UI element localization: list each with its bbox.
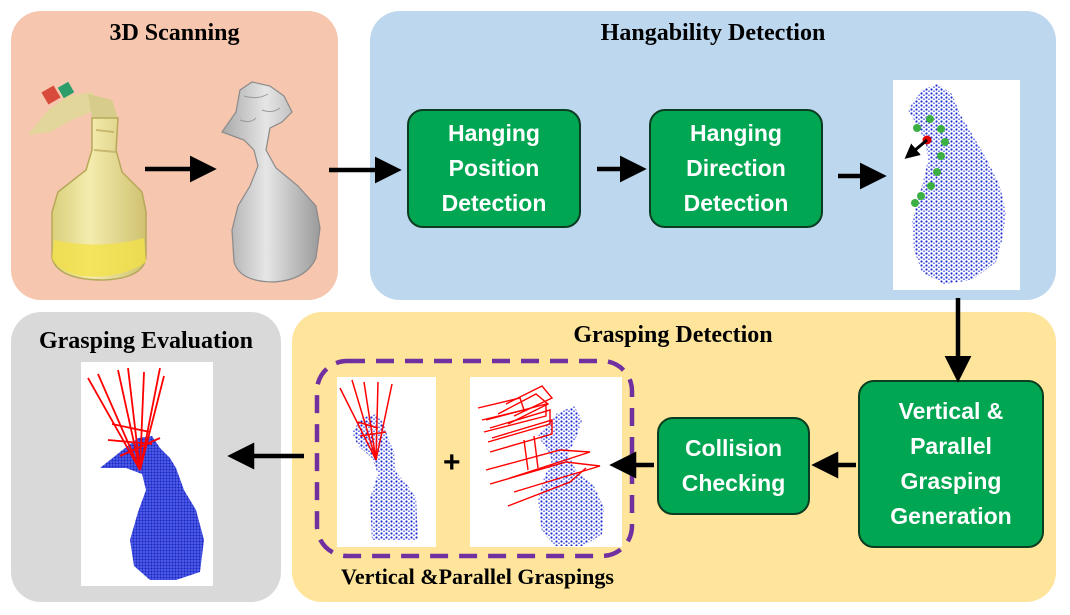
plus-operator: + [443, 446, 461, 479]
spray-bottle-photo [28, 81, 147, 281]
title-3d-scanning: 3D Scanning [109, 20, 240, 46]
collision-checking-box: Collision Checking [657, 417, 810, 515]
scanned-mesh [221, 81, 321, 283]
graspings-group-label: Vertical &Parallel Graspings [341, 564, 614, 589]
title-grasping-detection: Grasping Detection [573, 322, 773, 348]
title-grasping-evaluation: Grasping Evaluation [38, 328, 254, 354]
evaluation-grasping-image [87, 367, 204, 580]
vertical-grasping-image [339, 379, 418, 540]
hanging-point-cloud [904, 84, 1006, 284]
hanging-direction-detection-box: Hanging Direction Detection [649, 109, 823, 228]
title-hangability-detection: Hangability Detection [600, 20, 826, 46]
parallel-grasping-image [477, 385, 604, 546]
hanging-position-detection-box: Hanging Position Detection [407, 109, 581, 228]
graspings-group-border [314, 358, 635, 559]
flow-arrows [145, 155, 972, 479]
vertical-parallel-grasping-generation-box: Vertical & Parallel Grasping Generation [858, 380, 1044, 548]
